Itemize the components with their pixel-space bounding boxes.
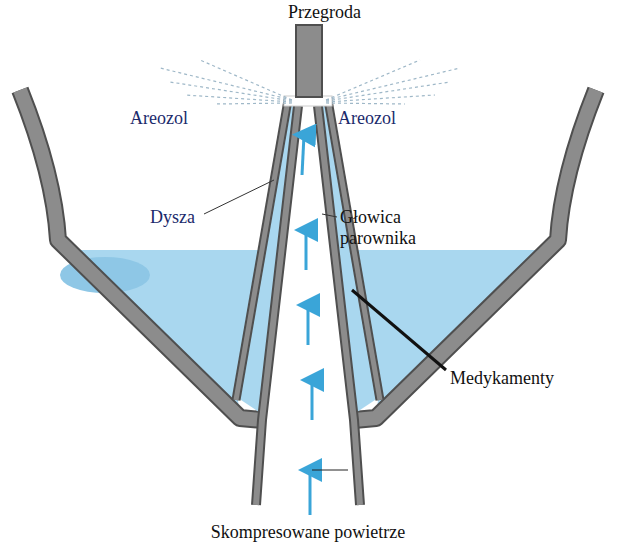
nozzle	[256, 106, 360, 505]
part-label: Areozol	[130, 108, 188, 129]
leader-line	[322, 214, 337, 217]
tick-line	[312, 470, 348, 471]
part-label: Przegroda	[288, 2, 361, 23]
evaporator-head	[236, 100, 380, 400]
leader-line	[352, 290, 446, 370]
baffle	[296, 25, 322, 97]
part-label: Głowica parownika	[340, 207, 432, 248]
part-label: Dysza	[150, 207, 195, 228]
part-label: Medykamenty	[450, 368, 554, 389]
air-arrows	[302, 135, 312, 515]
leader-line	[204, 180, 274, 214]
part-label: Areozol	[338, 108, 396, 129]
cup	[20, 90, 596, 420]
caption-label: Skompresowane powietrze	[211, 522, 405, 543]
aerosol-spray	[160, 60, 460, 104]
